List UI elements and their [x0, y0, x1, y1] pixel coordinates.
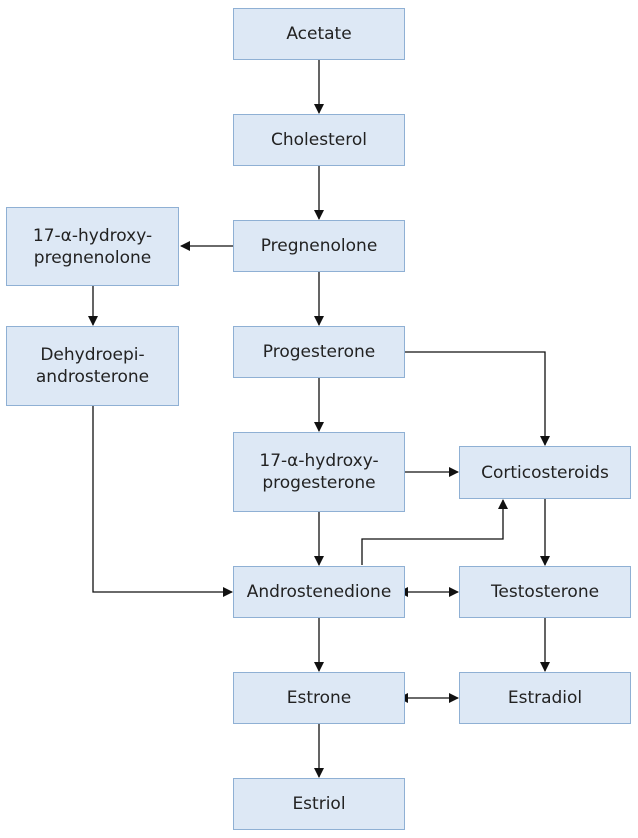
node-acetate-label: Acetate [286, 24, 352, 44]
node-estriol: Estriol [233, 778, 405, 830]
node-cholesterol: Cholesterol [233, 114, 405, 166]
arrow-dhea-androstenedione [92, 406, 233, 597]
node-dehydroepiandrosterone: Dehydroepi- androsterone [6, 326, 179, 406]
node-testosterone: Testosterone [459, 566, 631, 618]
node-dehydroepiandrosterone-label-line1: Dehydroepi- [40, 345, 145, 365]
node-17-alpha-hydroxypregnenolone-label-line1: 17-α-hydroxy- [32, 225, 153, 246]
node-17-alpha-hydroxyprogesterone: 17-α-hydroxy- progesterone [233, 432, 405, 512]
node-17-alpha-hydroxypregnenolone: 17-α-hydroxy- pregnenolone [6, 207, 179, 286]
node-17-alpha-hydroxypregnenolone-label-line2: pregnenolone [33, 247, 152, 268]
node-17-alpha-hydroxyprogesterone-label-line1: 17-α-hydroxy- [259, 451, 379, 471]
node-progesterone-label: Progesterone [262, 342, 376, 362]
node-estradiol-label: Estradiol [507, 688, 583, 708]
node-cholesterol-label: Cholesterol [271, 130, 367, 150]
node-estradiol: Estradiol [459, 672, 631, 724]
node-dehydroepiandrosterone-label-line2: androsterone [35, 367, 150, 387]
node-acetate: Acetate [233, 8, 405, 60]
arrow-progesterone-corticosteroids [405, 351, 550, 446]
node-17-alpha-hydroxyprogesterone-label-line2: progesterone [262, 473, 376, 493]
node-progesterone: Progesterone [233, 326, 405, 378]
node-androstenedione: Androstenedione [233, 566, 405, 618]
node-corticosteroids: Corticosteroids [459, 446, 631, 499]
node-testosterone-label: Testosterone [490, 582, 600, 602]
node-estrone: Estrone [233, 672, 405, 724]
node-pregnenolone: Pregnenolone [233, 220, 405, 272]
arrow-androstenedione-corticosteroids [361, 499, 508, 565]
node-estrone-label: Estrone [286, 688, 352, 708]
node-estriol-label: Estriol [292, 794, 346, 814]
node-pregnenolone-label: Pregnenolone [260, 236, 378, 256]
node-corticosteroids-label: Corticosteroids [481, 462, 609, 483]
node-androstenedione-label: Androstenedione [246, 582, 392, 602]
